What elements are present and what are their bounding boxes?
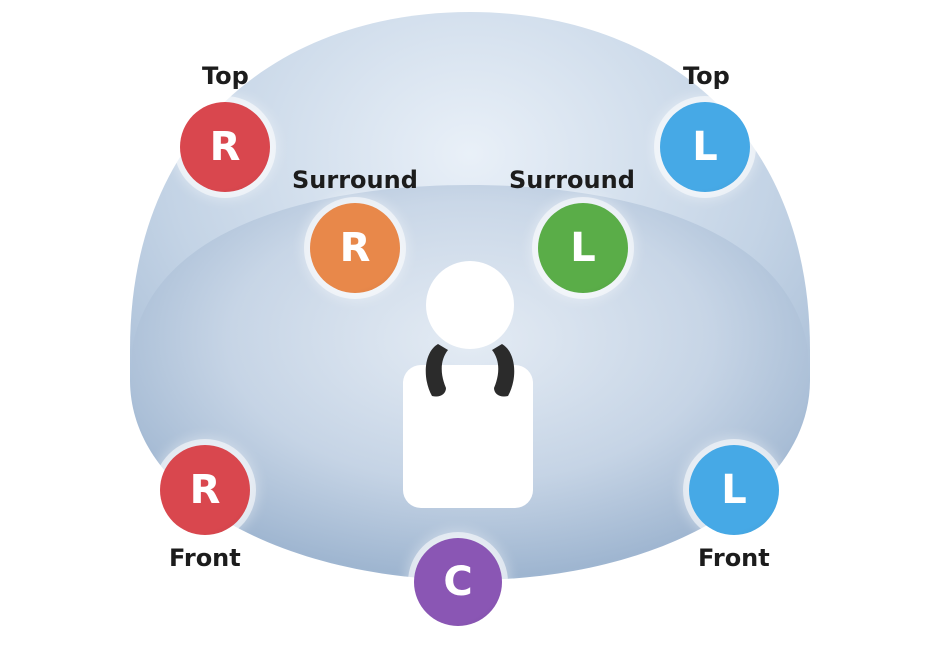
listener-figure xyxy=(403,261,533,508)
label-surround-right: Surround xyxy=(292,166,418,194)
speaker-top-left: L xyxy=(660,102,750,192)
speaker-surround-left-letter: L xyxy=(570,225,596,271)
label-top-left: Top xyxy=(683,62,730,90)
label-front-right: Front xyxy=(169,544,241,572)
listener-head xyxy=(426,261,514,349)
listener-body xyxy=(403,365,533,508)
speaker-front-left-letter: L xyxy=(721,467,747,513)
speaker-surround-right-letter: R xyxy=(339,225,371,271)
speaker-center-letter: C xyxy=(443,559,473,605)
speaker-front-left: L xyxy=(689,445,779,535)
label-top-right: Top xyxy=(202,62,249,90)
headphone-right-icon xyxy=(492,344,515,397)
label-surround-left: Surround xyxy=(509,166,635,194)
label-front-left: Front xyxy=(698,544,770,572)
speaker-center: C xyxy=(414,538,502,626)
speaker-top-right: R xyxy=(180,102,270,192)
speaker-top-right-letter: R xyxy=(209,124,241,170)
speaker-surround-right: R xyxy=(310,203,400,293)
speaker-front-right: R xyxy=(160,445,250,535)
speaker-top-left-letter: L xyxy=(692,124,718,170)
headphone-left-icon xyxy=(425,344,448,397)
speaker-front-right-letter: R xyxy=(189,467,221,513)
speaker-surround-left: L xyxy=(538,203,628,293)
